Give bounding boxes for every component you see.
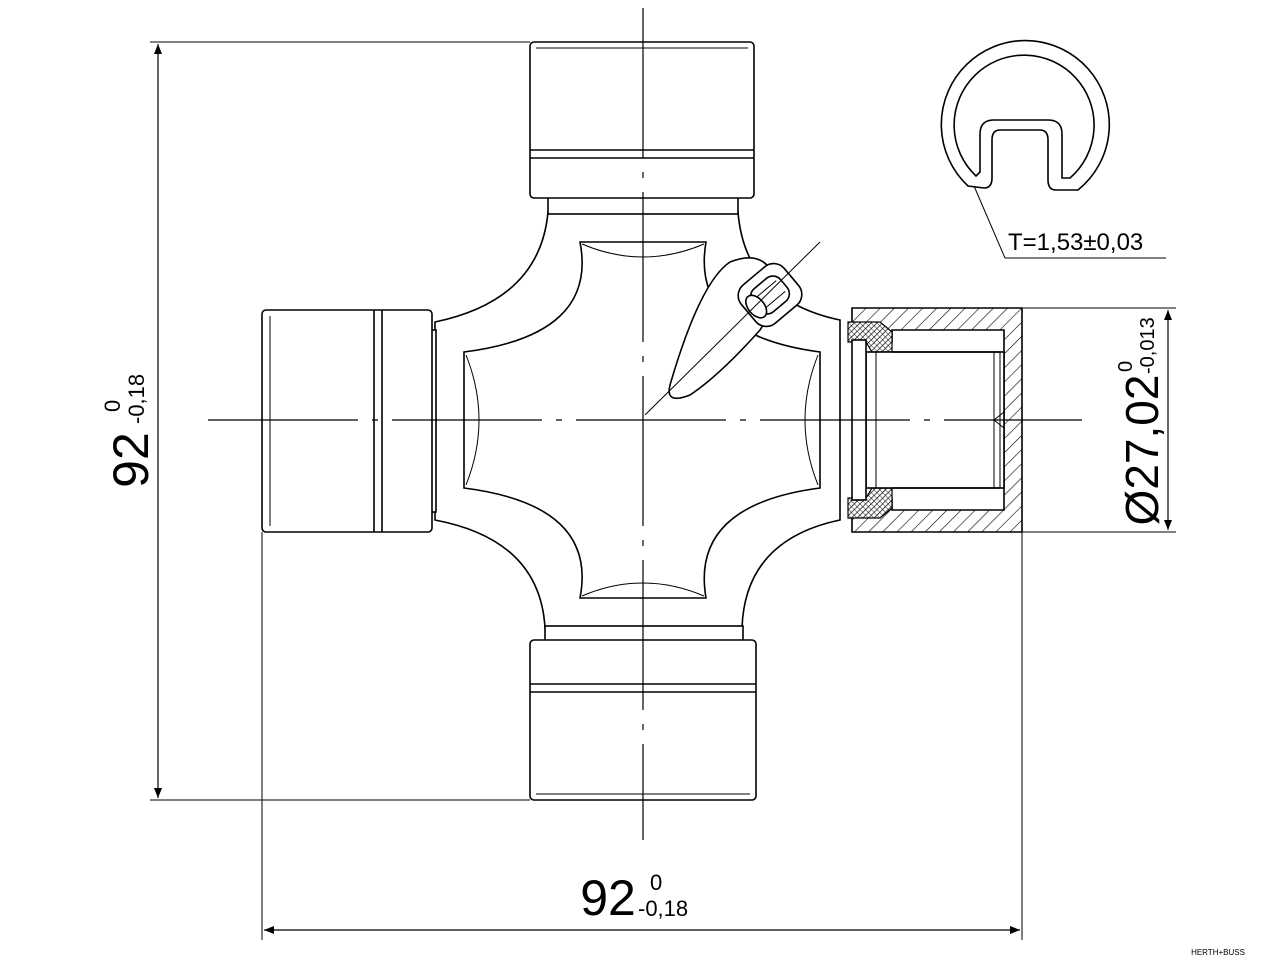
circlip-thickness-label: T=1,53±0,03 xyxy=(1008,229,1143,256)
dimension-width-lower-tol: -0,18 xyxy=(638,896,688,921)
dimension-bearing-value: Ø27,02 xyxy=(1116,375,1168,526)
grease-nipple xyxy=(737,262,803,328)
bearing-cup-bottom xyxy=(529,625,757,801)
bearing-cup-left xyxy=(261,309,437,533)
watermark-logo: HERTH+BUSS xyxy=(1191,948,1245,957)
dimension-height-value: 92 xyxy=(103,432,159,488)
bearing-cup-top xyxy=(529,41,755,215)
dimension-bearing-upper-tol: 0 xyxy=(1115,361,1137,372)
dimension-bearing-lower-tol: -0,013 xyxy=(1137,317,1159,374)
centre-lines xyxy=(208,8,1082,840)
circlip-detail: T=1,53±0,03 xyxy=(940,39,1166,259)
dimension-bearing-diameter: Ø27,02 0 -0,013 xyxy=(1022,307,1176,533)
dimension-width-value: 92 xyxy=(580,870,636,926)
dimension-width-upper-tol: 0 xyxy=(650,870,662,895)
dimension-width: 92 0 -0,18 xyxy=(261,532,1023,940)
dimension-height-lower-tol: -0,18 xyxy=(124,374,149,424)
dimension-height-upper-tol: 0 xyxy=(100,400,125,412)
dimension-height: 92 0 -0,18 xyxy=(100,41,530,801)
